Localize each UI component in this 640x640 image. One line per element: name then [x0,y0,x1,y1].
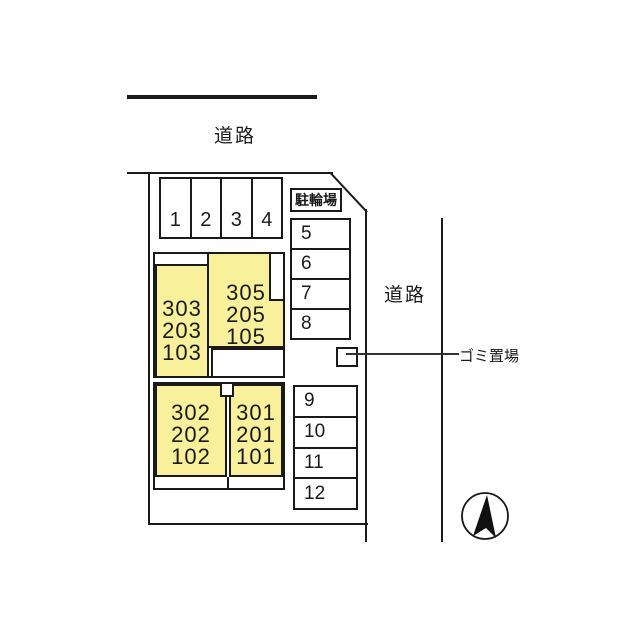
road-top-label: 道路 [214,126,257,147]
parking-space-6: 6 [292,248,349,278]
parking-column-9-12: 9 10 11 12 [293,385,358,510]
parking-space-5: 5 [301,223,312,244]
bicycle-parking-label: 駐輪場 [295,192,337,208]
unit-label: 302 [171,399,211,425]
garbage-area-label: ゴミ置場 [459,348,520,365]
building-bottom-strip-divider [227,477,229,490]
unit-label: 301 [236,399,276,425]
building-white-room [211,348,285,378]
parking-space-9: 9 [304,390,315,412]
unit-label: 305 [226,280,266,305]
compass-needle [473,495,496,538]
unit-label: 101 [236,443,276,469]
site-boundary-top [127,172,333,174]
unit-label: 303 [162,296,202,321]
parking-space-12: 12 [295,477,356,508]
unit-label: 203 [162,318,202,343]
north-arrow [461,492,509,540]
building-block-303: 303 203 103 [155,264,209,378]
road-top-line [127,95,317,99]
unit-label: 201 [236,421,276,447]
parking-space-3: 3 [220,179,251,237]
site-boundary-left [148,172,150,525]
parking-space-8: 8 [292,308,349,338]
road-right-label: 道路 [384,285,427,306]
parking-space-2: 2 [189,179,221,237]
parking-space-11: 11 [295,446,356,478]
parking-space-1: 1 [169,209,181,231]
building-block-302: 302 202 102 [155,384,227,477]
site-boundary-bottom [148,523,368,525]
unit-label: 103 [162,340,202,365]
road-right-line [441,218,443,542]
parking-space-4: 4 [250,179,282,237]
bicycle-parking-label-box: 駐輪場 [290,188,342,212]
unit-label: 102 [171,443,211,469]
garbage-area-box [336,347,358,367]
building-block-301: 301 201 101 [229,384,283,477]
building-notch-lower-middle [220,382,234,397]
parking-space-7: 7 [292,278,349,308]
unit-label: 202 [171,421,211,447]
unit-label: 105 [226,324,266,349]
building-notch-upper-right [269,252,285,301]
compass-circle [461,492,509,540]
unit-label: 205 [226,302,266,327]
garbage-area-pointer-line [346,353,459,355]
site-boundary-right [365,209,367,542]
parking-space-10: 10 [295,415,356,447]
parking-row-1-4: 1 2 3 4 [159,177,283,239]
parking-column-5-8: 5 6 7 8 [290,218,351,340]
